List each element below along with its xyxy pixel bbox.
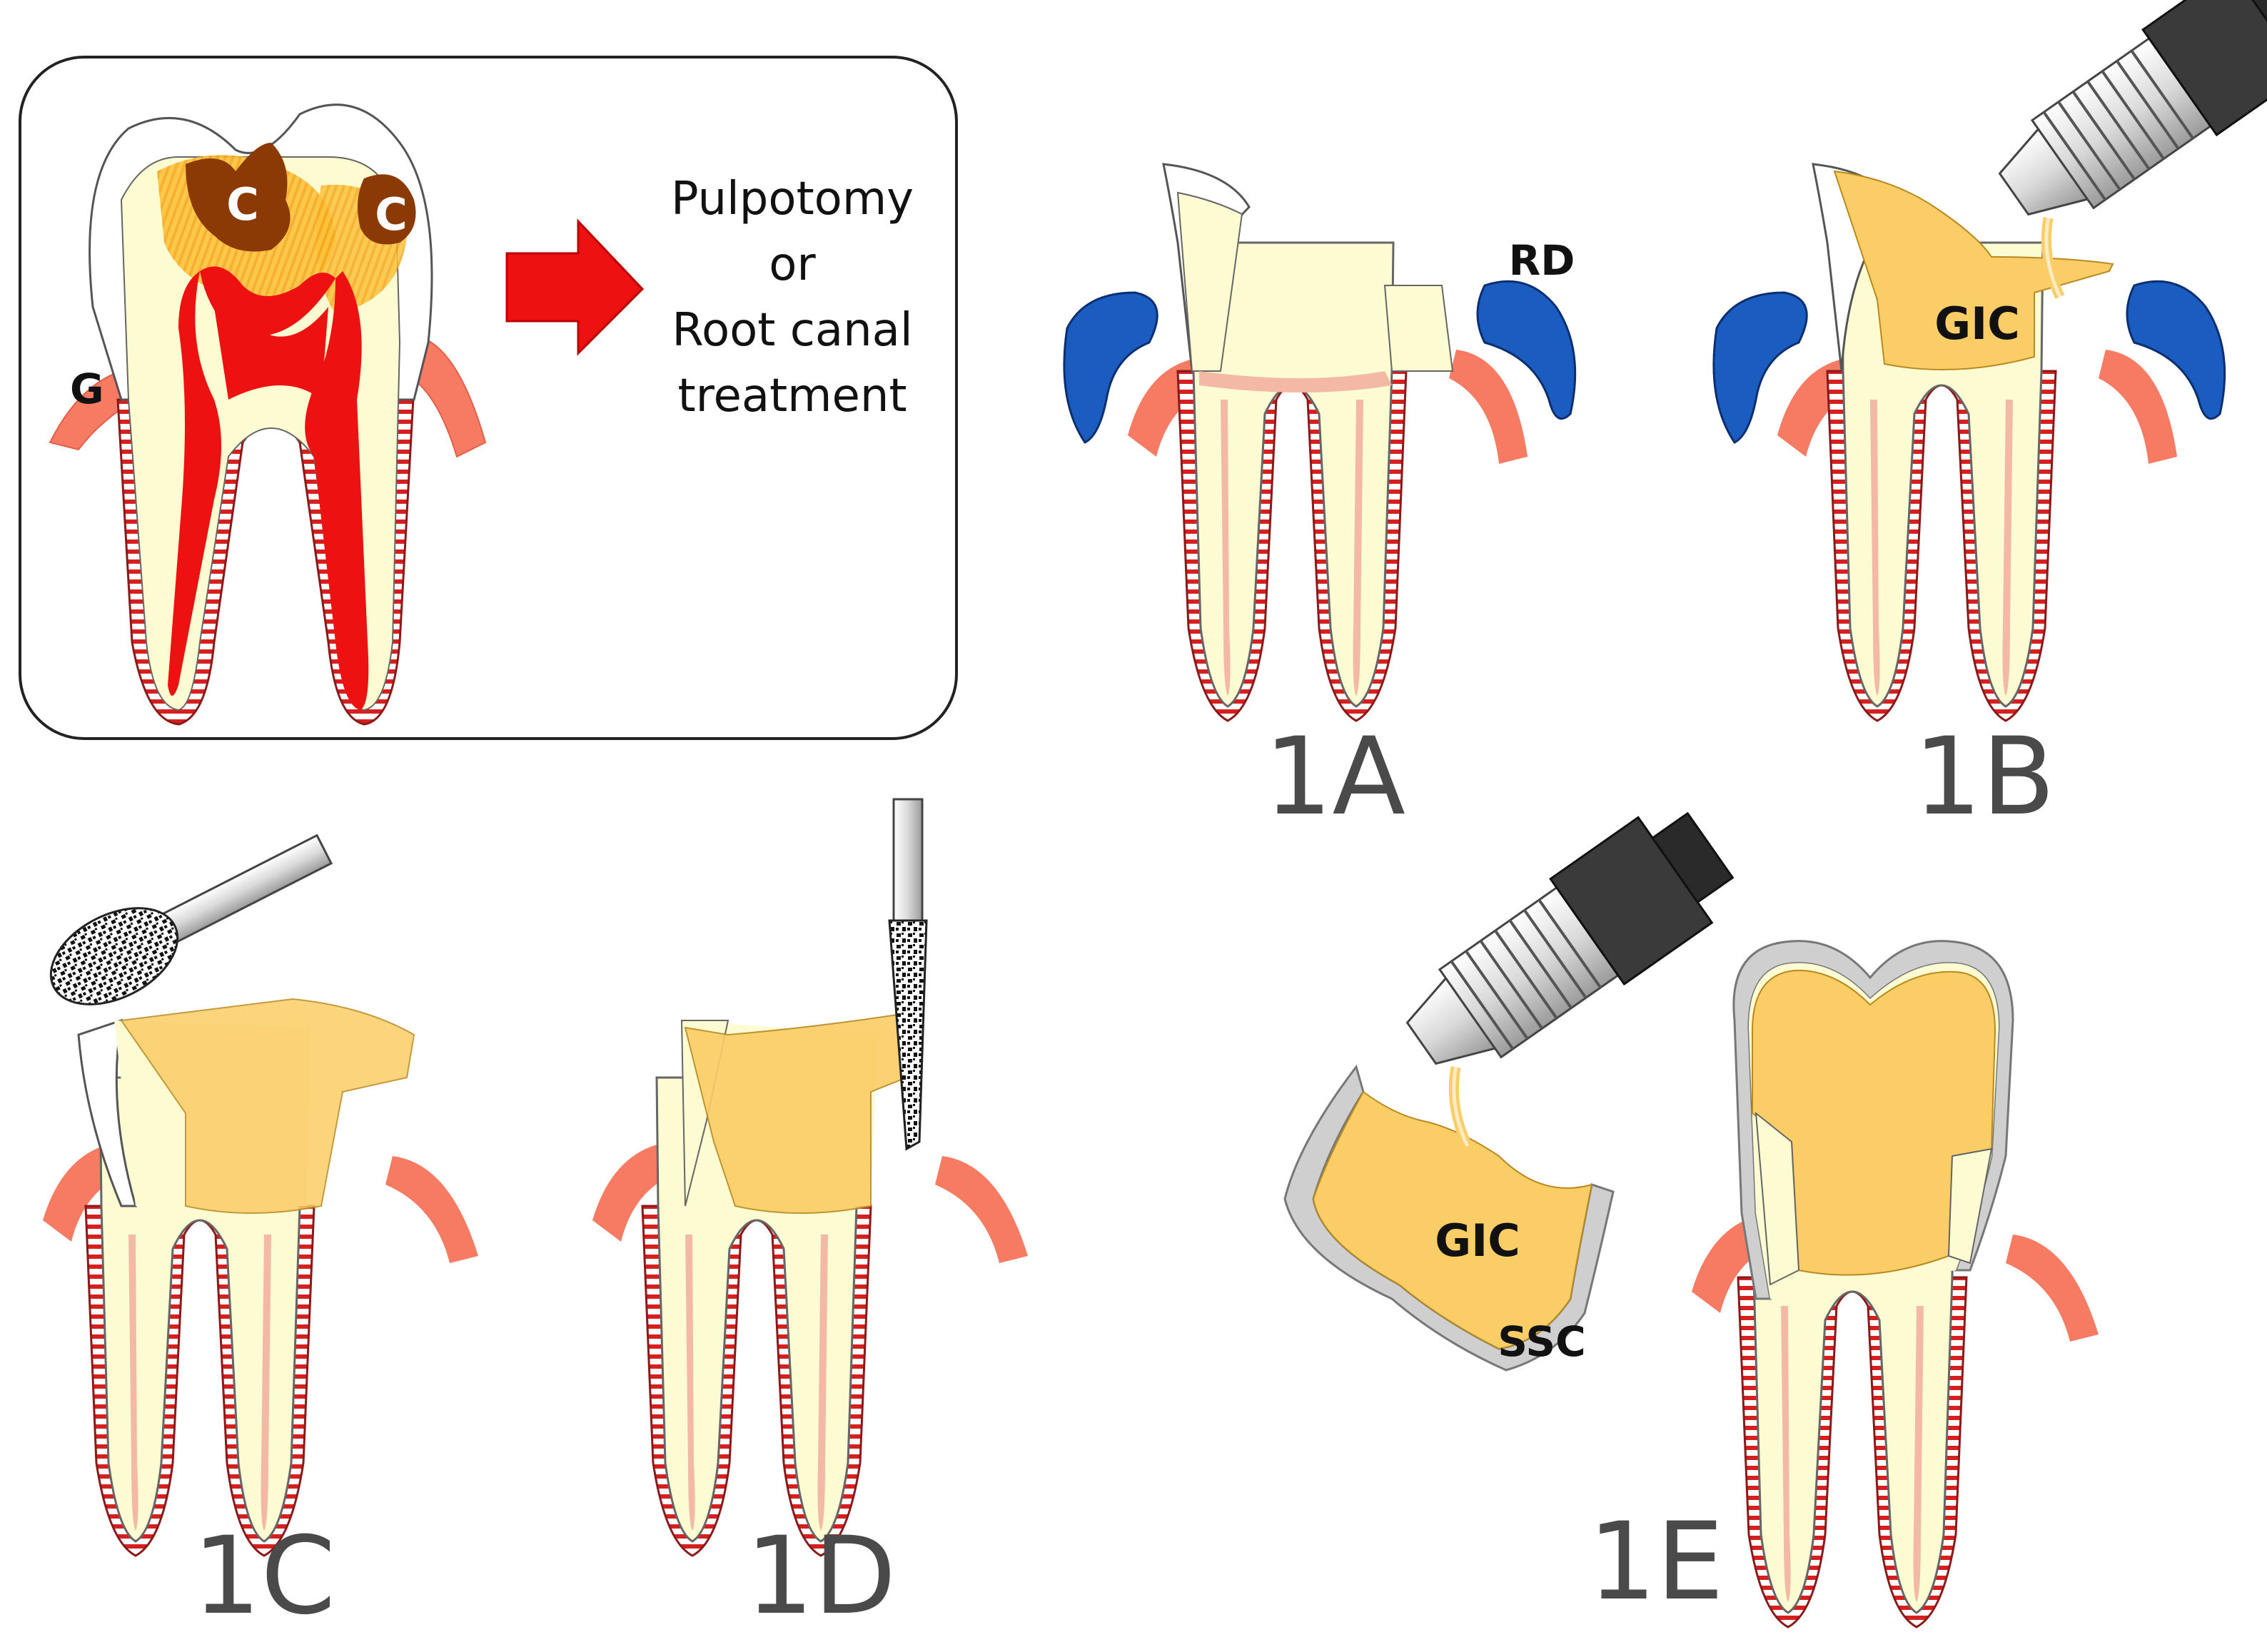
gic-capsule-icon xyxy=(1998,0,2267,299)
caries-label-2: C xyxy=(375,188,408,240)
panel-1b: GIC 1B xyxy=(1712,0,2267,839)
inset-text-line-4: treatment xyxy=(677,370,907,422)
panel-1e: GIC SSC xyxy=(1283,811,2099,1628)
crowned-tooth xyxy=(1692,940,2099,1628)
gic-label-1b: GIC xyxy=(1934,298,2019,350)
inset-box: C C G Pulpotomy or Root canal treatment xyxy=(19,56,958,740)
inset-text-line-1: Pulpotomy xyxy=(671,173,914,225)
rubber-dam-right xyxy=(2126,280,2226,420)
tapered-bur-icon xyxy=(888,798,928,1151)
rd-label: RD xyxy=(1509,236,1575,285)
inset-text-line-3: Root canal xyxy=(672,304,912,357)
panel-1b-label: 1B xyxy=(1914,715,2055,839)
panel-1e-label: 1E xyxy=(1588,1500,1724,1624)
rubber-dam-right xyxy=(1476,280,1577,420)
gic-fill xyxy=(1833,170,2114,370)
gic-capsule-icon xyxy=(1405,811,1735,1148)
panel-1d: 1D xyxy=(592,798,1028,1638)
diamond-bur-icon xyxy=(49,833,333,1005)
red-arrow-icon xyxy=(505,218,645,356)
gingiva-label: G xyxy=(70,365,104,413)
panel-1c: 1C xyxy=(43,833,478,1638)
ssc-label: SSC xyxy=(1498,1317,1586,1366)
rubber-dam-left xyxy=(1712,291,1808,444)
gic-label-1e: GIC xyxy=(1435,1215,1520,1267)
caries-label-1: C xyxy=(226,178,259,230)
gic-core xyxy=(120,998,415,1214)
gic-core xyxy=(1752,969,1996,1276)
panel-1d-label: 1D xyxy=(746,1514,897,1638)
inset-text-line-2: or xyxy=(769,238,816,291)
panel-1a: RD 1A xyxy=(1063,163,1577,839)
panel-1c-label: 1C xyxy=(193,1514,335,1638)
panel-1a-label: 1A xyxy=(1264,715,1405,839)
carious-tooth: C C G xyxy=(49,103,487,726)
rubber-dam-left xyxy=(1063,291,1158,444)
